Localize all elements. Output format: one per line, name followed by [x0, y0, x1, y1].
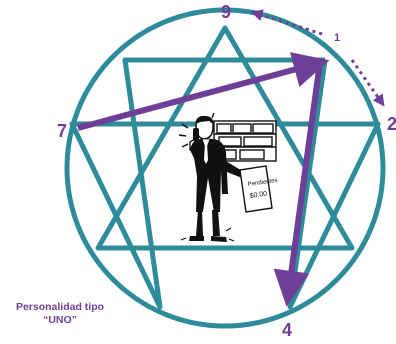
point-label-seven: 7: [57, 121, 67, 141]
businessman-with-phone-and-document-icon: Pendientes $0.00: [179, 113, 278, 242]
point-label-two: 2: [387, 114, 396, 134]
point-label-nine: 9: [221, 2, 231, 22]
caption-line2: “UNO”: [4, 314, 116, 327]
personality-caption: Personalidad tipo “UNO”: [4, 301, 116, 327]
caption-line1: Personalidad tipo: [4, 301, 116, 314]
point-label-four: 4: [282, 320, 292, 339]
arrow-one-to-four: [288, 62, 320, 296]
point-label-one: 1: [334, 32, 340, 44]
